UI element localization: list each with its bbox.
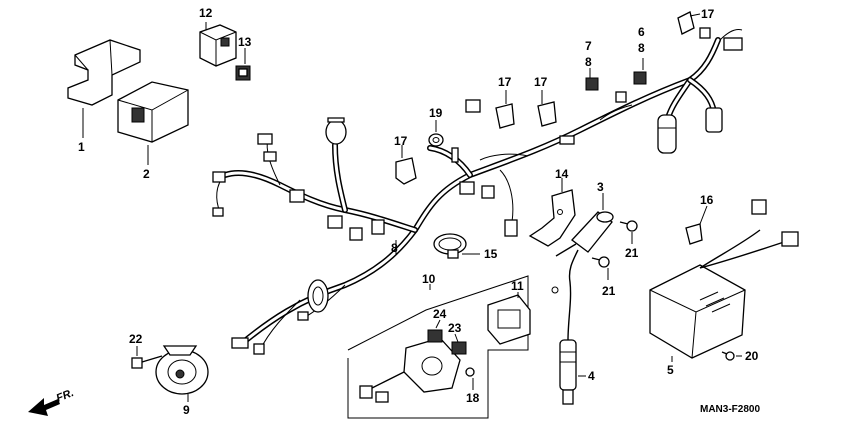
callout-11: 11	[511, 279, 524, 293]
callout-16: 16	[700, 193, 714, 207]
callout-21-b: 21	[602, 284, 616, 298]
callout-3: 3	[597, 180, 604, 194]
callout-18: 18	[466, 391, 480, 405]
part-14-bracket[interactable]	[528, 189, 576, 247]
part-12-relay[interactable]	[199, 24, 237, 67]
callout-17-b: 17	[498, 75, 512, 89]
callout-19: 19	[429, 106, 443, 120]
part-9-horn[interactable]	[155, 345, 209, 395]
part-15-band[interactable]	[433, 233, 467, 259]
callout-7: 7	[585, 39, 592, 53]
callout-20: 20	[745, 349, 759, 363]
part-2-control-unit[interactable]	[117, 81, 189, 143]
wire-harness[interactable]	[212, 27, 743, 355]
leader-lines	[82, 13, 742, 402]
callout-23: 23	[448, 321, 462, 335]
callout-10: 10	[422, 272, 436, 286]
callout-21-a: 21	[625, 246, 639, 260]
part-11-cover[interactable]	[487, 294, 531, 345]
callout-15: 15	[484, 247, 498, 261]
direction-label: FR.	[55, 387, 76, 405]
part-5-regulator[interactable]	[649, 199, 799, 359]
part-13-holder[interactable]	[235, 65, 251, 81]
callout-14: 14	[555, 167, 569, 181]
part-3-ignition-coil[interactable]	[551, 211, 614, 341]
part-1-bracket[interactable]	[67, 39, 141, 106]
front-direction-indicator: FR.	[28, 387, 76, 416]
front-arrow-icon	[28, 398, 60, 416]
callout-22: 22	[129, 332, 143, 346]
part-22-bolt[interactable]	[131, 355, 163, 369]
part-17-clamps[interactable]	[395, 11, 703, 245]
figure-code: MAN3-F2800	[700, 404, 760, 415]
callout-5: 5	[667, 363, 674, 377]
part-19-grommet[interactable]	[428, 133, 444, 147]
callout-6: 6	[638, 25, 645, 39]
callout-8-a: 8	[585, 55, 592, 69]
callout-12: 12	[199, 6, 213, 20]
callout-17-c: 17	[534, 75, 548, 89]
callout-24: 24	[433, 307, 447, 321]
part-20-bolt[interactable]	[721, 351, 735, 361]
part-18-screw[interactable]	[465, 367, 475, 377]
callout-13: 13	[238, 35, 252, 49]
part-6-relay[interactable]	[633, 71, 647, 85]
callout-8-c: 8	[391, 241, 398, 255]
callout-1: 1	[78, 140, 85, 154]
part-24-switch-part[interactable]	[427, 329, 443, 343]
callout-17-a: 17	[394, 134, 408, 148]
part-10-switch-assembly[interactable]	[347, 275, 529, 419]
part-23-switch-part[interactable]	[451, 341, 467, 355]
callout-9: 9	[183, 403, 190, 417]
part-7-relay[interactable]	[585, 77, 599, 91]
part-4-plug-cap[interactable]	[559, 339, 577, 405]
callout-8-b: 8	[638, 41, 645, 55]
part-21-bolts[interactable]	[591, 220, 638, 268]
callout-2: 2	[143, 167, 150, 181]
callout-17-d: 17	[701, 7, 715, 21]
callout-labels: 1 2 3 4 5 6 7 8 8 8 9 10 11 12 13 14 15 …	[78, 6, 759, 417]
callout-4: 4	[588, 369, 595, 383]
